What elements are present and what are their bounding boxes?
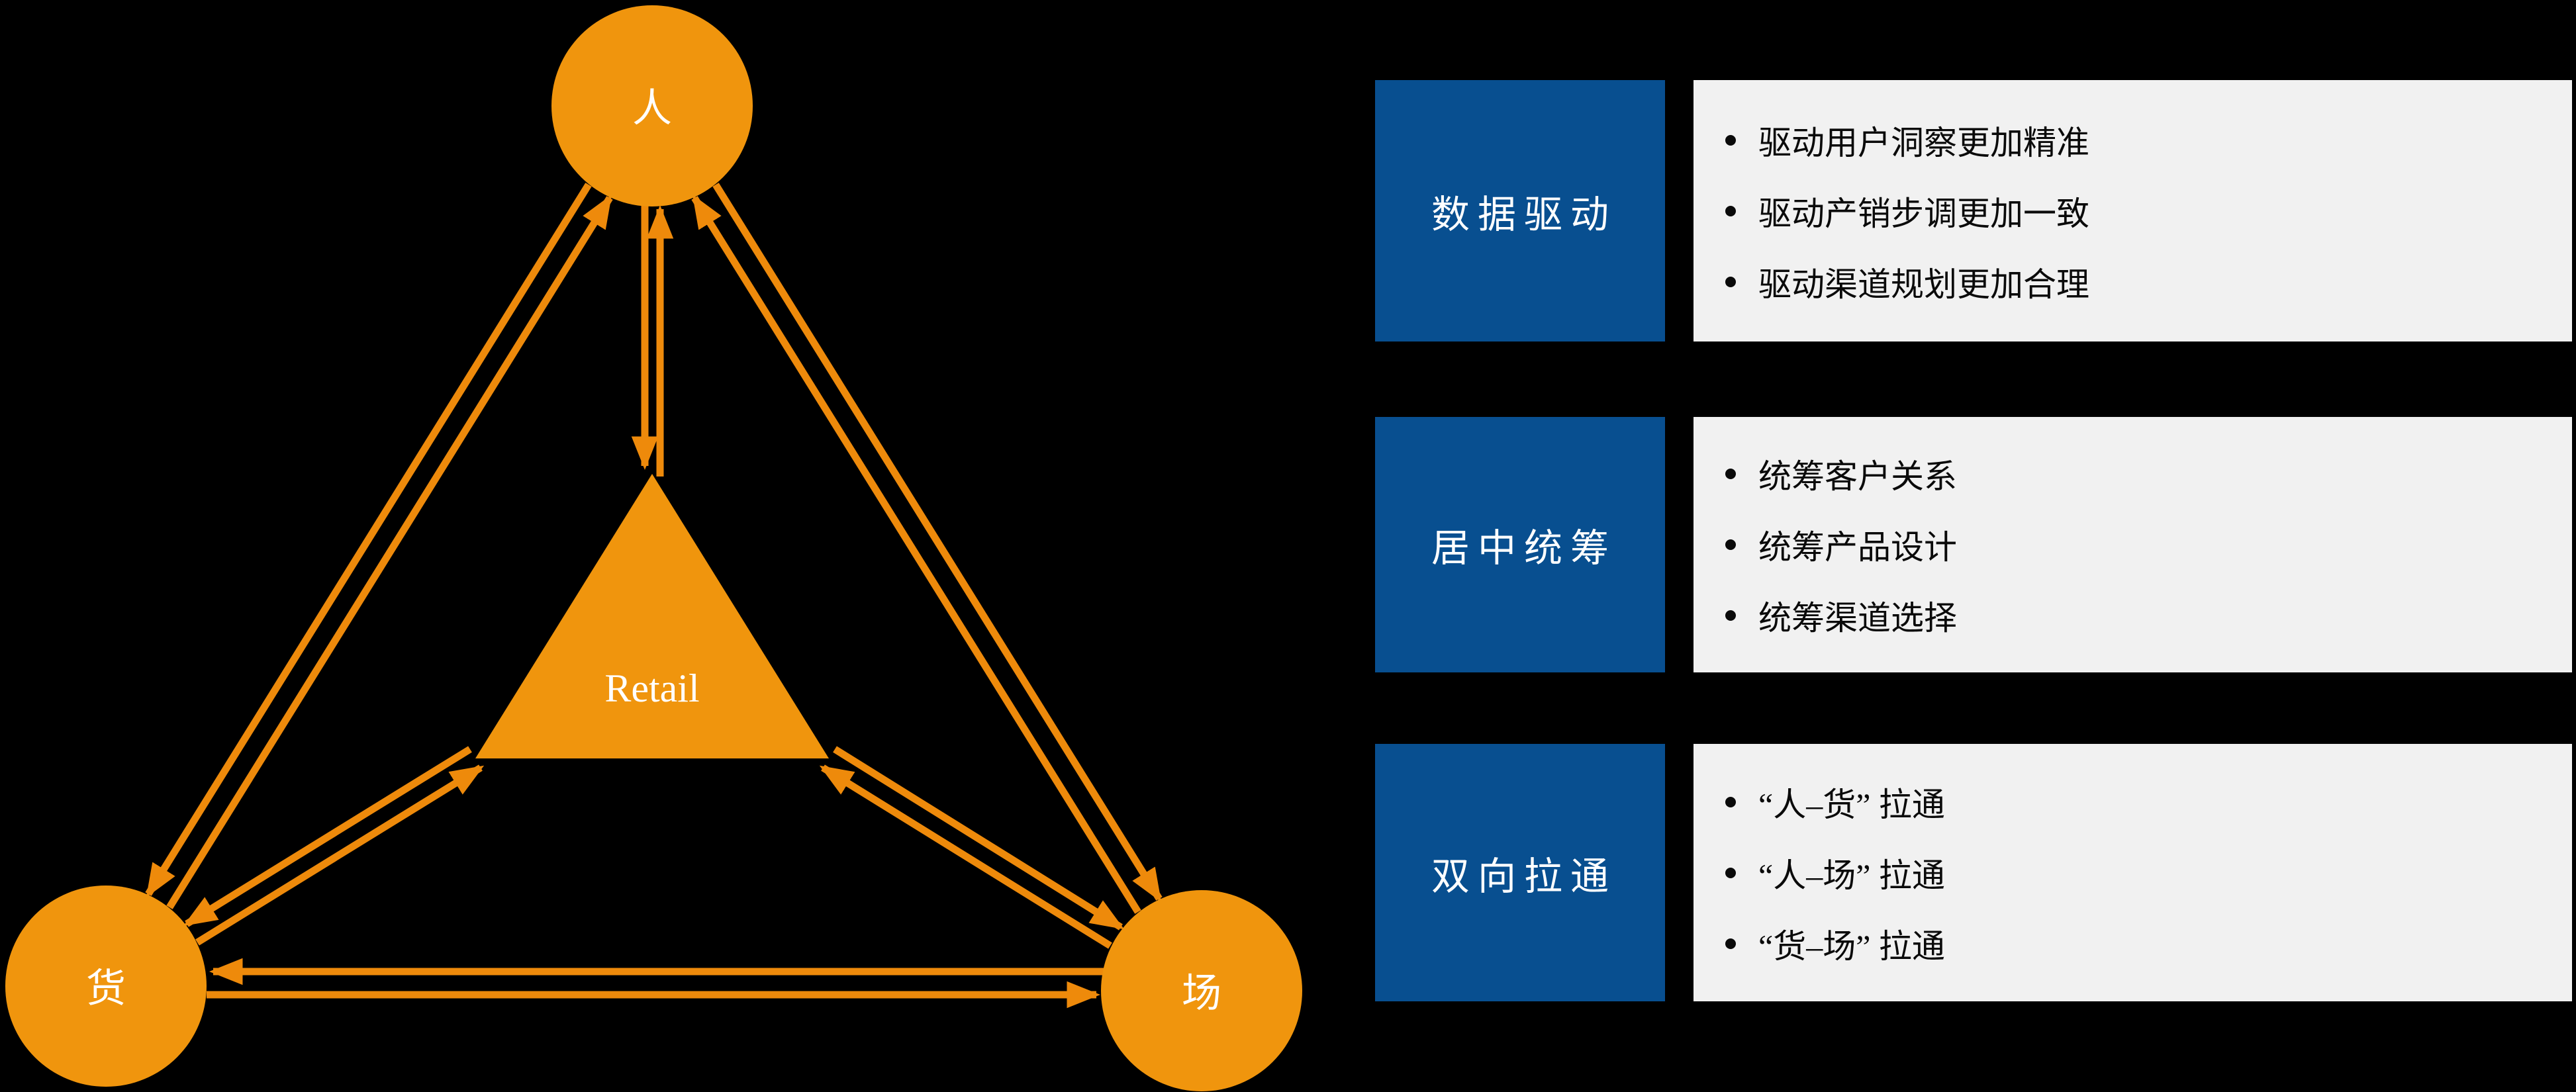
bullet-dot-icon <box>1725 610 1736 621</box>
row-body-two-way-pull: “人–货” 拉通 “人–场” 拉通 “货–场” 拉通 <box>1693 744 2572 1001</box>
retail-triangle-diagram: 人 货 场 Retail <box>5 5 1302 1091</box>
bullet-item: 统筹客户关系 <box>1725 439 2572 510</box>
bullet-text: 驱动用户洞察更加精准 <box>1758 124 2089 161</box>
row-title-two-way-pull: 双向拉通 <box>1375 744 1665 1001</box>
bullet-text: “人–货” 拉通 <box>1758 786 1945 823</box>
person-label: 人 <box>632 87 672 130</box>
row-body-central-coordination: 统筹客户关系 统筹产品设计 统筹渠道选择 <box>1693 417 2572 672</box>
arrow-goods-to-retail <box>195 764 485 946</box>
bullet-dot-icon <box>1725 938 1736 949</box>
bullet-dot-icon <box>1725 796 1736 807</box>
arrow-place-to-retail <box>819 764 1112 949</box>
goods-label: 货 <box>86 967 126 1011</box>
place-circle <box>1101 890 1302 1091</box>
retail-triangle <box>475 474 829 758</box>
retail-label: Retail <box>604 666 699 710</box>
bullet-text: “货–场” 拉通 <box>1758 927 1945 965</box>
row-body-data-driven: 驱动用户洞察更加精准 驱动产销步调更加一致 驱动渠道规划更加合理 <box>1693 80 2572 341</box>
bullet-text: 驱动渠道规划更加合理 <box>1758 265 2089 303</box>
bullet-item: 驱动用户洞察更加精准 <box>1725 105 2572 175</box>
bullet-item: 驱动渠道规划更加合理 <box>1725 246 2572 317</box>
arrow-person-to-goods <box>145 183 592 898</box>
arrow-goods-to-person <box>166 194 613 909</box>
bullet-dot-icon <box>1725 134 1736 146</box>
bullet-item: 驱动产销步调更加一致 <box>1725 175 2572 246</box>
bullet-text: 驱动产销步调更加一致 <box>1758 195 2089 232</box>
arrow-retail-to-goods <box>183 746 472 927</box>
arrow-person-to-place <box>712 183 1163 903</box>
bullet-text: 统筹客户关系 <box>1758 458 1957 495</box>
bullet-item: 统筹渠道选择 <box>1725 580 2572 651</box>
bullet-text: 统筹产品设计 <box>1758 529 1957 566</box>
arrow-retail-to-place <box>833 746 1125 931</box>
bullet-dot-icon <box>1725 539 1736 550</box>
bullet-text: 统筹渠道选择 <box>1758 600 1957 637</box>
bullet-dot-icon <box>1725 469 1736 479</box>
bullet-item: “货–场” 拉通 <box>1725 908 2572 979</box>
bullet-dot-icon <box>1725 867 1736 878</box>
bullet-dot-icon <box>1725 205 1736 216</box>
person-circle <box>551 5 753 206</box>
arrow-place-to-person <box>691 194 1141 914</box>
row-title-central-coordination: 居中统筹 <box>1375 417 1665 672</box>
place-label: 场 <box>1182 972 1221 1015</box>
bullet-item: “人–货” 拉通 <box>1725 766 2572 837</box>
bullet-dot-icon <box>1725 276 1736 287</box>
goods-circle <box>5 886 207 1087</box>
bullet-item: “人–场” 拉通 <box>1725 837 2572 908</box>
bullet-text: “人–场” 拉通 <box>1758 856 1945 894</box>
row-title-data-driven: 数据驱动 <box>1375 80 1665 341</box>
bullet-item: 统筹产品设计 <box>1725 510 2572 580</box>
